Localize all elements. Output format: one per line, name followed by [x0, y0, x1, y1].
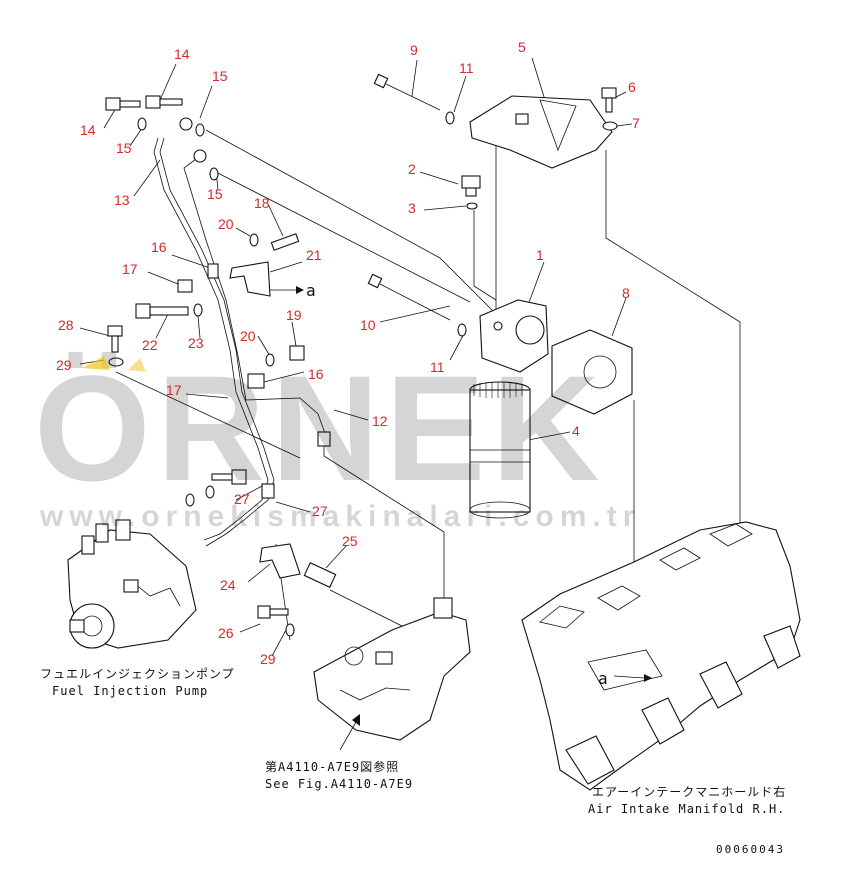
callout-29: 29 [260, 651, 276, 667]
callout-14: 14 [174, 46, 190, 62]
callout-28: 28 [58, 317, 74, 333]
yellow-accent-mark [128, 358, 146, 372]
callout-21: 21 [306, 247, 322, 263]
reference-letters: a a [306, 281, 609, 688]
callout-11: 11 [459, 60, 474, 76]
caption-manifold-en: Air Intake Manifold R.H. [588, 802, 785, 816]
caption-fuel-pump-jp: フュエルインジェクションポンプ [40, 667, 235, 681]
callout-15: 15 [212, 68, 228, 84]
callout-15: 15 [207, 186, 223, 202]
bolt-14b [145, 95, 183, 109]
callout-24: 24 [220, 577, 236, 593]
callout-19: 19 [286, 307, 302, 323]
callout-1: 1 [536, 247, 544, 263]
fuel-injection-pump [67, 519, 197, 649]
bolt-14a [105, 97, 141, 111]
fuel-line-assembly [105, 95, 337, 637]
callout-15: 15 [116, 140, 132, 156]
caption-manifold-jp: エアーインテークマニホールド右 [592, 784, 786, 799]
callout-17: 17 [122, 261, 138, 277]
callout-8: 8 [622, 285, 630, 301]
callout-7: 7 [632, 115, 640, 131]
callout-18: 18 [254, 195, 270, 211]
watermark: ÖRNEK www.ornekismakinalari.com.tr [34, 344, 640, 533]
leader-lines [79, 57, 741, 657]
callout-17: 17 [166, 382, 182, 398]
callout-20: 20 [240, 328, 256, 344]
watermark-brand: ÖRNEK [34, 344, 606, 512]
reference-arrows [270, 286, 652, 682]
callout-4: 4 [572, 423, 580, 439]
callout-6: 6 [628, 79, 636, 95]
callout-26: 26 [218, 625, 234, 641]
callout-9: 9 [410, 42, 418, 58]
callout-20: 20 [218, 216, 234, 232]
callout-23: 23 [188, 335, 204, 351]
callout-25: 25 [342, 533, 358, 549]
callout-14: 14 [80, 122, 96, 138]
callout-27: 27 [234, 491, 250, 507]
callout-27: 27 [312, 503, 328, 519]
callout-16: 16 [151, 239, 167, 255]
callout-10: 10 [360, 317, 376, 333]
caption-see-fig-en: See Fig.A4110-A7E9 [265, 777, 413, 791]
callout-2: 2 [408, 161, 416, 177]
see-figure-arrow [339, 714, 360, 751]
callout-11: 11 [430, 359, 445, 375]
watermark-url: www.ornekismakinalari.com.tr [39, 500, 640, 533]
caption-fuel-pump-en: Fuel Injection Pump [52, 684, 208, 698]
yellow-accent-mark [82, 356, 110, 370]
callout-3: 3 [408, 200, 416, 216]
drawing-number: 00060043 [716, 843, 785, 856]
callout-13: 13 [114, 192, 130, 208]
callout-16: 16 [308, 366, 324, 382]
callout-numbers: 14 14 15 15 15 13 9 11 5 6 7 2 3 18 20 1… [56, 39, 640, 667]
callout-29: 29 [56, 357, 72, 373]
reference-letter-a: a [598, 669, 609, 688]
callout-12: 12 [372, 413, 388, 429]
caption-see-fig-jp: 第A4110-A7E9図参照 [265, 759, 399, 774]
air-intake-manifold [521, 521, 801, 791]
captions: フュエルインジェクションポンプ Fuel Injection Pump 第A41… [40, 667, 786, 856]
callout-22: 22 [142, 337, 158, 353]
callout-5: 5 [518, 39, 526, 55]
filter-head-assembly [367, 73, 633, 519]
reference-letter-a: a [306, 281, 317, 300]
fuel-filter-housing-ref [313, 597, 471, 741]
